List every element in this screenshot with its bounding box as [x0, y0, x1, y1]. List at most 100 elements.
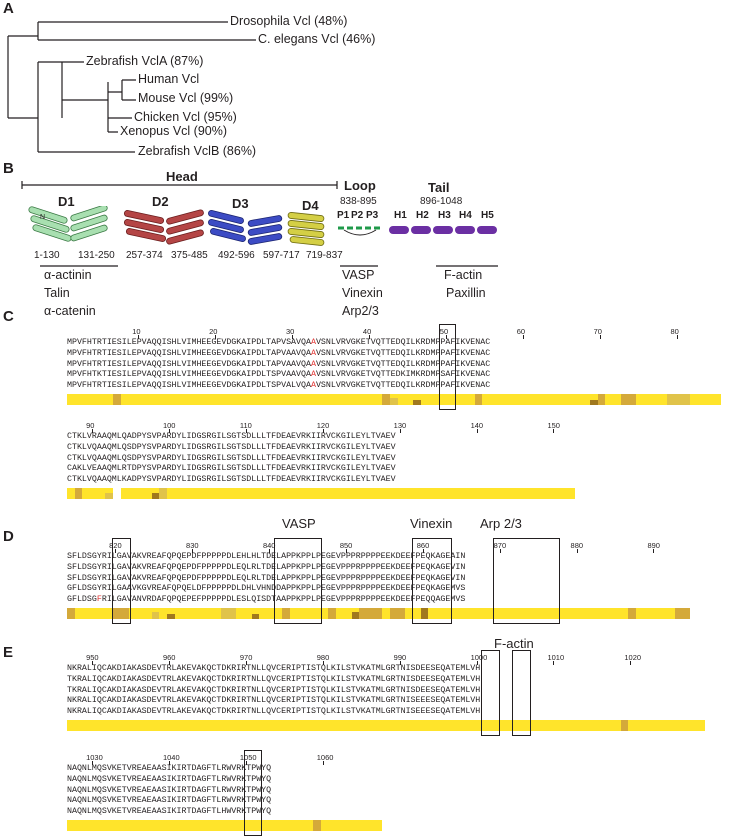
tick-mark: [576, 549, 578, 553]
sequence-row: NAQNLMQSVKETVREAEAASIKIRTDAGFTLHWVRKTPWY…: [67, 807, 272, 817]
conservation-dip: [620, 720, 629, 731]
head-label: Head: [166, 169, 198, 184]
conservation-bar: [67, 820, 383, 831]
highlight-box: [492, 538, 561, 624]
tick-mark: [322, 761, 324, 765]
loop-binder: Vinexin: [342, 286, 383, 300]
conservation-dip: [389, 608, 406, 619]
conservation-dip: [105, 493, 114, 499]
tree-leaf: Mouse Vcl (99%): [138, 91, 234, 105]
tick-mark: [322, 661, 324, 665]
conservation-bar: [67, 720, 706, 731]
loop-binder: VASP: [342, 268, 375, 282]
conservation-dip: [674, 608, 690, 619]
loop-binder-line: [340, 265, 378, 267]
conservation-dip: [113, 608, 129, 619]
position-tick: 960: [162, 653, 176, 662]
motif-label-arp23: Arp 2/3: [480, 516, 522, 531]
position-tick: 1040: [162, 753, 180, 762]
tick-mark: [268, 549, 270, 553]
conservation-dip: [628, 608, 637, 619]
domain-d4-cartoon: [287, 212, 325, 246]
head-bracket: [21, 181, 338, 189]
domain-d1-cartoon: [28, 206, 108, 242]
domain-d2-label: D2: [152, 194, 169, 209]
conservation-dip: [413, 400, 421, 405]
head-binder: α-actinin: [44, 268, 92, 282]
highlight-box: [273, 538, 322, 624]
tree-leaf: C. elegans Vcl (46%): [258, 32, 376, 46]
position-tick: 140: [470, 421, 484, 430]
conservation-dip: [420, 608, 429, 619]
conservation-dip: [389, 398, 398, 405]
domain-d1-label: D1: [58, 194, 75, 209]
position-tick: 1010: [547, 653, 565, 662]
tick-mark: [245, 661, 247, 665]
position-tick: 60: [516, 327, 526, 336]
conservation-dip: [220, 608, 237, 619]
tail-binder-line: [436, 265, 498, 267]
position-tick: 1050: [239, 753, 257, 762]
sequence-row: NKRALIQCAKDIAKASDEVTRLAKEVAKQCTDKRIRTNLL…: [67, 664, 481, 673]
sequence-row: TKRALIQCAKDIAKASDEVTRLAKEVAKQCTDKRIRTNLL…: [67, 685, 481, 695]
tick-mark: [92, 661, 94, 665]
range-label: 375-485: [171, 250, 208, 261]
position-tick: 70: [593, 327, 602, 336]
tick-mark: [168, 761, 170, 765]
position-tick: 90: [86, 421, 95, 430]
loop-label: Loop: [344, 178, 376, 193]
tick-mark: [422, 549, 424, 553]
conservation-dip: [351, 612, 360, 619]
panel-a-label: A: [3, 0, 14, 17]
helix-label: H1: [394, 210, 407, 221]
head-binder-line: [40, 265, 118, 267]
domain-d4-label: D4: [302, 198, 319, 213]
highlight-box: [112, 538, 132, 624]
variant-residue: A: [310, 359, 316, 369]
sequence-row: GFLDSGYRILGAAVKGVREAFQPQELDFPPPPPDLDHLVH…: [67, 584, 466, 594]
conservation-dip: [589, 400, 598, 405]
position-tick: 1000: [470, 653, 488, 662]
conservation-dip: [359, 608, 383, 619]
conservation-dip: [151, 612, 160, 619]
tail-helices: [389, 226, 497, 234]
tick-mark: [215, 335, 217, 339]
variant-residue: A: [310, 381, 316, 391]
conservation-dip: [166, 614, 175, 619]
proline-label: P2: [351, 210, 364, 221]
conservation-dip: [113, 394, 121, 405]
head-binder: Talin: [44, 286, 70, 300]
panel-d-label: D: [3, 528, 14, 545]
sequence-row: CTKLVQAAQMLKADPYSVPARDYLIDGSRGILSGTSDLLL…: [67, 475, 396, 485]
position-tick: 980: [316, 653, 330, 662]
position-tick: 950: [86, 653, 99, 662]
conservation-dip: [74, 488, 83, 499]
position-tick: 120: [316, 421, 330, 430]
tick-mark: [522, 335, 524, 339]
variant-residue: F: [96, 595, 102, 605]
position-tick: 890: [647, 541, 660, 550]
position-tick: 110: [239, 421, 252, 430]
tail-binder: Paxillin: [446, 286, 486, 300]
position-tick: 30: [286, 327, 295, 336]
variant-residue: A: [310, 338, 316, 347]
sequence-row: CAKLVEAAQMLRTDPYSVPARDYLIDGSRGILSGTSDLLL…: [67, 464, 396, 474]
helix-label: H5: [481, 210, 494, 221]
position-tick: 80: [670, 327, 679, 336]
sequence-row: MPVFHTKTIESILEPVAQQISHLVIMHEEGEVDGKAIPDL…: [67, 370, 491, 380]
tick-mark: [399, 429, 401, 433]
tick-mark: [168, 661, 170, 665]
tail-binder: F-actin: [444, 268, 483, 282]
n-terminus-label: N: [40, 214, 46, 221]
position-tick: 970: [239, 653, 253, 662]
sequence-row: NAQNLMQSVKETVREAEAASIKIRTDAGFTLRWVRKTPWY…: [67, 785, 272, 795]
tick-mark: [553, 429, 555, 433]
conservation-dip: [597, 394, 606, 405]
tick-mark: [245, 761, 247, 765]
sequence-row: TKRALIQCAKDIAKASDEVTRLAKEVAKQCTDKRIRTNLL…: [67, 674, 481, 684]
position-tick: 830: [186, 541, 199, 550]
tree-leaf: Xenopus Vcl (90%): [120, 124, 228, 138]
position-tick: 880: [570, 541, 584, 550]
position-tick: 100: [162, 421, 176, 430]
sequence-row: NAQNLMQSVKETVREAEAASIKIRTDAGFTLRWVRKTPWY…: [67, 774, 272, 784]
